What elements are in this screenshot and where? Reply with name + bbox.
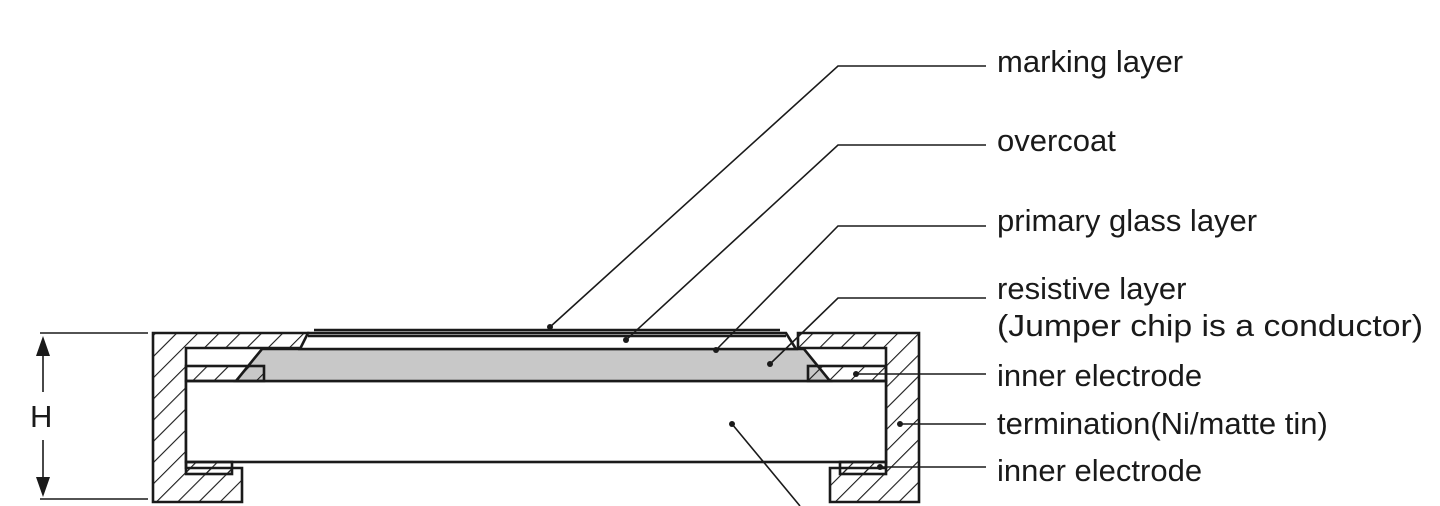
leader-dot-resistive xyxy=(767,361,773,367)
leader-dot-marking xyxy=(547,324,553,330)
resistive-layer xyxy=(233,347,833,383)
label-overcoat: overcoat xyxy=(997,123,1116,158)
leader-dot-glass xyxy=(713,347,719,353)
leader-dot-overcoat xyxy=(623,337,629,343)
leader-primary-glass-layer xyxy=(715,225,986,351)
label-inner-electrode-top: inner electrode xyxy=(997,358,1202,393)
leader-dot-inner-bottom xyxy=(877,464,883,470)
termination-right xyxy=(796,331,921,504)
inner-electrode-bottom-right xyxy=(838,460,888,476)
inner-electrode-top-left xyxy=(184,364,266,383)
leader-dot-substrate xyxy=(729,421,735,427)
label-resistive-layer-note: (Jumper chip is a conductor) xyxy=(997,308,1423,343)
leader-substrate xyxy=(731,423,801,506)
leader-overcoat xyxy=(625,144,986,341)
ceramic-substrate xyxy=(184,379,888,464)
leader-dot-termination xyxy=(897,421,903,427)
dimension-arrow-up xyxy=(36,336,50,356)
label-marking-layer: marking layer xyxy=(997,44,1183,79)
dimension-arrow-down xyxy=(36,477,50,497)
height-symbol: H xyxy=(30,399,52,434)
leader-resistive-layer xyxy=(769,297,986,365)
label-resistive-layer: resistive layer xyxy=(997,271,1187,306)
label-primary-glass-layer: primary glass layer xyxy=(997,203,1257,238)
label-termination: termination(Ni/matte tin) xyxy=(997,406,1328,441)
inner-electrode-bottom-left xyxy=(184,460,234,476)
leader-dot-inner-top xyxy=(853,371,859,377)
label-inner-electrode-bottom: inner electrode xyxy=(997,453,1202,488)
leader-marking-layer xyxy=(549,65,986,328)
